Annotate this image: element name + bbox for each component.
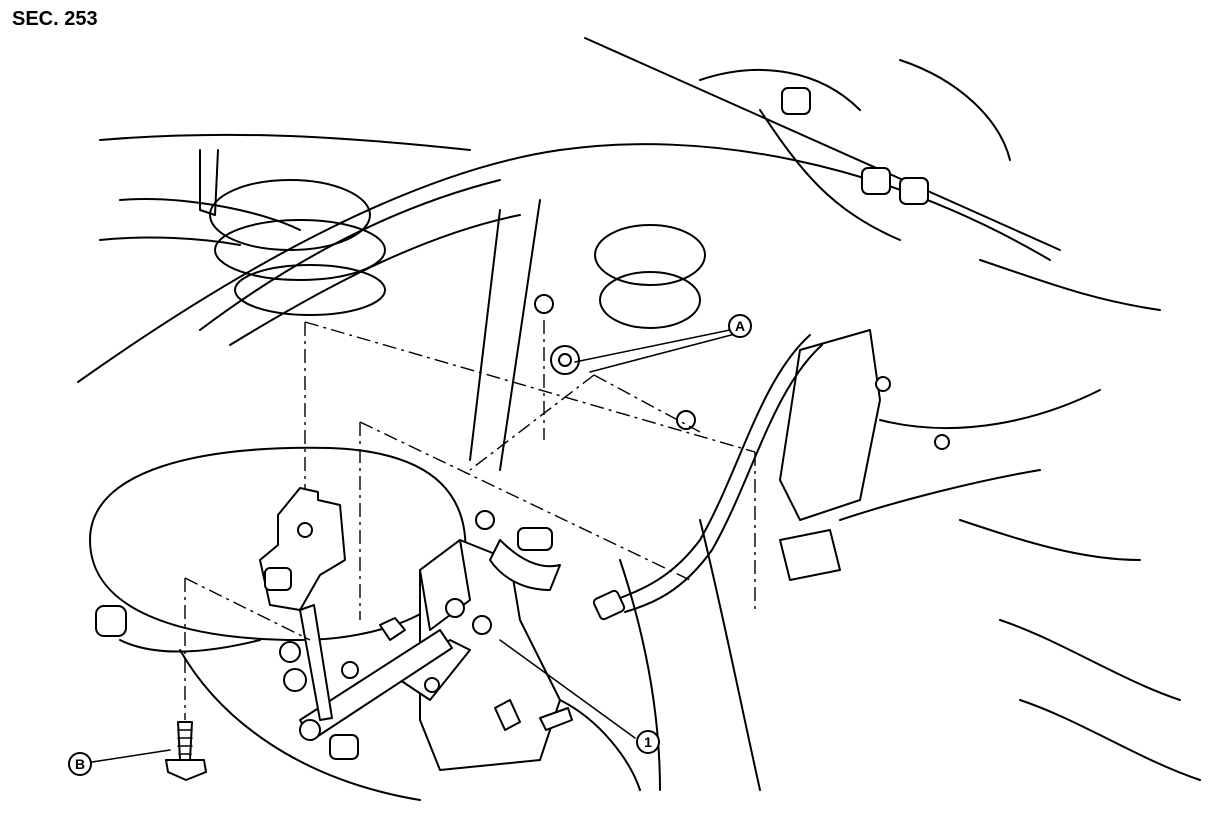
callout-a: A	[728, 314, 752, 338]
sensor-link-rod	[299, 604, 453, 760]
alignment-lines	[184, 320, 756, 720]
callout-1-label: 1	[644, 734, 652, 750]
coil-spring	[199, 149, 386, 316]
callout-b-label: B	[75, 756, 85, 772]
sensor-harness	[592, 334, 823, 621]
lower-arm	[95, 510, 561, 731]
mounting-bracket	[259, 487, 406, 641]
right-bracket	[779, 329, 950, 581]
upper-bolts	[781, 87, 929, 205]
center-bushing	[534, 224, 706, 430]
callout-b: B	[68, 752, 92, 776]
leader-lines	[91, 329, 736, 763]
callout-1: 1	[636, 730, 660, 754]
section-label: SEC. 253	[12, 8, 98, 30]
bolt-b	[165, 721, 207, 781]
height-sensor-assembly	[399, 539, 573, 771]
callout-a-label: A	[735, 318, 745, 334]
chassis-outlines	[77, 37, 1201, 801]
